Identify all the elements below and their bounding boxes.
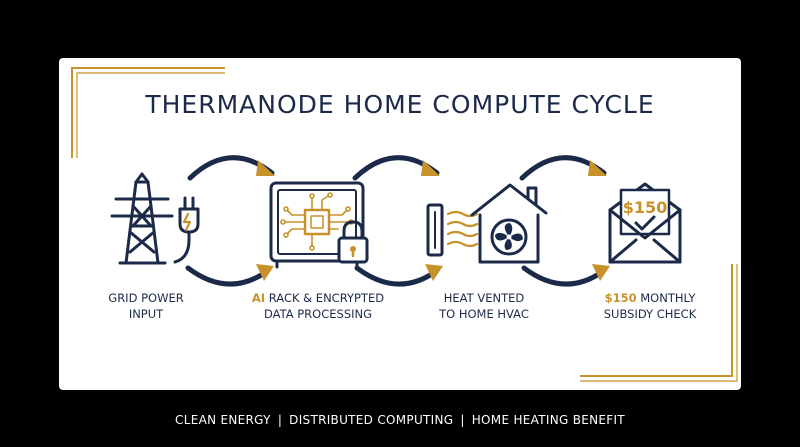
arrowhead-bottom-2 xyxy=(425,264,443,281)
arrowhead-top-1 xyxy=(256,160,275,176)
footer-separator: | xyxy=(460,413,465,427)
stage-4-highlight: $150 xyxy=(604,291,637,305)
footer-tagline: CLEAN ENERGY | DISTRIBUTED COMPUTING | HOME … xyxy=(0,413,800,427)
stage-3-line-1: HEAT VENTED xyxy=(443,291,525,305)
fan-icon xyxy=(490,218,528,256)
stage-4-line-2: SUBSIDY CHECK xyxy=(603,307,697,321)
frame-corner-top-left xyxy=(71,67,225,158)
envelope-check-icon: $150 xyxy=(608,182,682,264)
stage-label-subsidy-check: $150 MONTHLY SUBSIDY CHECK xyxy=(565,290,735,322)
arrowhead-bottom-3 xyxy=(592,264,610,281)
stage-4-line-1-rest: MONTHLY xyxy=(636,291,696,305)
stage-label-ai-rack: AI RACK & ENCRYPTED DATA PROCESSING xyxy=(233,290,403,322)
frame-corner-bottom-right xyxy=(580,264,733,377)
flow-arrow-bottom-1 xyxy=(185,265,269,287)
vent-icon xyxy=(426,203,444,257)
heat-vent-house-fan-icon xyxy=(426,183,548,264)
diagram-title: THERMANODE HOME COMPUTE CYCLE xyxy=(145,90,655,119)
arrowhead-bottom-1 xyxy=(256,264,274,281)
footer-item-home-heating: HOME HEATING BENEFIT xyxy=(471,413,625,427)
stage-2-line-1-rest: RACK & ENCRYPTED xyxy=(265,291,385,305)
stage-1-line-2: INPUT xyxy=(128,307,164,321)
stage-2-line-1: AI RACK & ENCRYPTED xyxy=(233,290,403,306)
stage-2-highlight: AI xyxy=(251,291,266,305)
stage-3-line-2: TO HOME HVAC xyxy=(439,307,529,321)
stage-label-heat-vented: HEAT VENTED TO HOME HVAC xyxy=(399,290,569,322)
arrowhead-top-3 xyxy=(588,160,607,176)
arrowhead-top-2 xyxy=(421,160,440,176)
stage-1-line-1: GRID POWER xyxy=(108,291,184,305)
flow-arrow-bottom-3 xyxy=(521,265,605,287)
power-tower-plug-icon xyxy=(110,172,200,265)
stage-2-line-2: DATA PROCESSING xyxy=(263,307,373,321)
ai-server-rack-lock-icon xyxy=(269,181,369,269)
stage-4-line-1: $150 MONTHLY xyxy=(565,290,735,306)
flow-arrow-bottom-2 xyxy=(354,265,438,287)
envelope-amount: $150 xyxy=(623,198,668,217)
footer-separator: | xyxy=(277,413,283,427)
footer-item-distributed-computing: DISTRIBUTED COMPUTING xyxy=(289,413,454,427)
footer-item-clean-energy: CLEAN ENERGY xyxy=(175,413,271,427)
stage-label-grid-power: GRID POWER INPUT xyxy=(61,290,231,322)
heat-waves xyxy=(446,210,479,248)
frame-corner-top-left-inner xyxy=(76,72,225,158)
frame-corner-bottom-right-inner xyxy=(580,264,738,382)
